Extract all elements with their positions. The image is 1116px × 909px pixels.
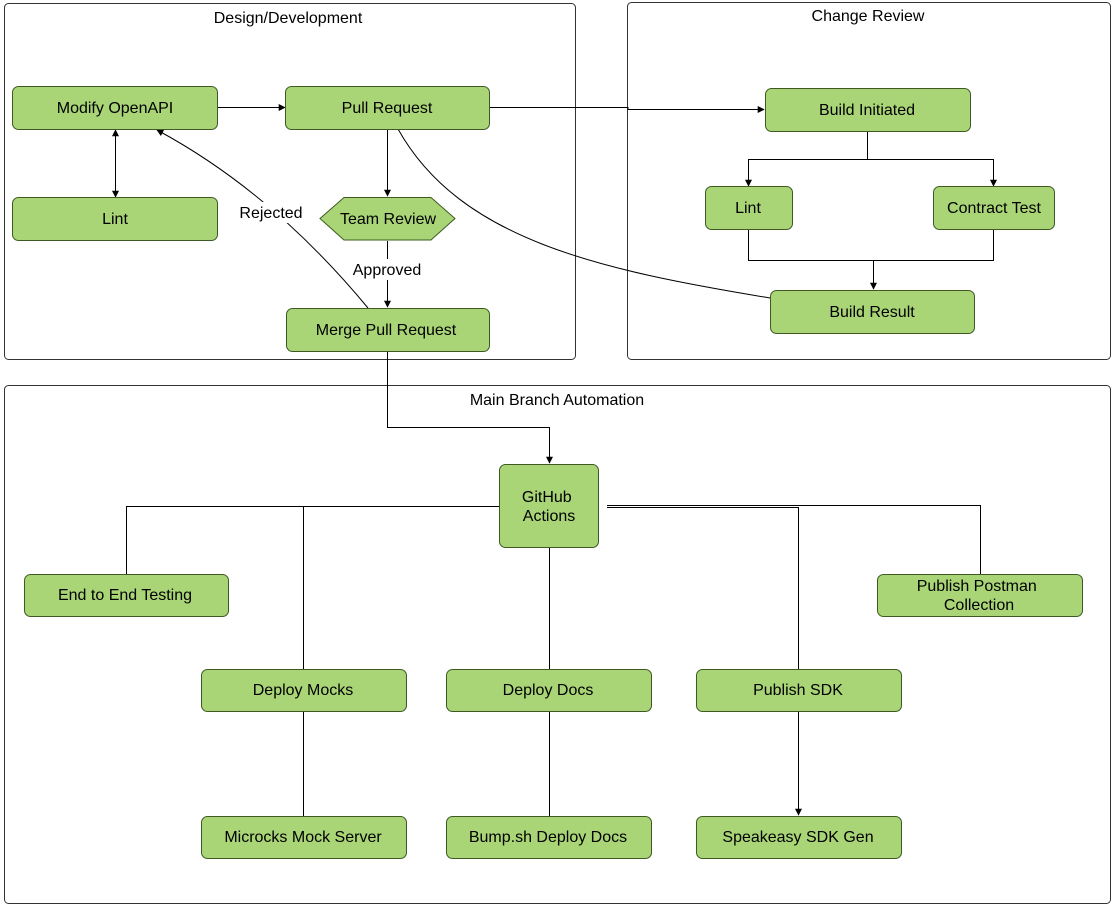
edge-merge-to-github-actions: [387, 351, 553, 464]
node-microcks-mock-server[interactable]: Microcks Mock Server: [201, 816, 407, 859]
group-title-design: Design/Development: [214, 10, 363, 27]
node-github-actions[interactable]: GitHub Actions: [499, 464, 599, 548]
node-publish-sdk[interactable]: Publish SDK: [696, 669, 902, 712]
node-label: Merge Pull Request: [316, 322, 457, 339]
edge-actions-to-sdk: [607, 507, 799, 669]
node-lint-design[interactable]: Lint: [12, 197, 218, 241]
node-label-line-2: Collection: [944, 597, 1014, 614]
edge-label-rejected: Rejected: [236, 202, 306, 223]
edge-pr-to-build-initiated: [489, 106, 765, 113]
node-merge-pull-request[interactable]: Merge Pull Request: [286, 308, 490, 352]
node-label-line-2: Actions: [523, 508, 575, 525]
node-label: Publish SDK: [753, 682, 843, 699]
node-team-review[interactable]: Team Review: [319, 197, 456, 241]
group-title-review: Change Review: [812, 8, 925, 25]
group-title-main: Main Branch Automation: [470, 392, 644, 409]
node-label: End to End Testing: [58, 587, 192, 604]
edge-build-to-lint: [745, 131, 868, 187]
node-label: Build Result: [829, 304, 915, 321]
edge-label-approved-text: Approved: [353, 262, 422, 279]
node-label: Build Initiated: [819, 102, 915, 119]
node-speakeasy-sdk-gen[interactable]: Speakeasy SDK Gen: [696, 816, 902, 859]
node-label: Contract Test: [947, 200, 1042, 217]
node-label: Publish Postman Collection: [917, 578, 1042, 614]
node-build-initiated[interactable]: Build Initiated: [765, 88, 971, 132]
node-label: Lint: [102, 211, 128, 228]
node-contract-test[interactable]: Contract Test: [933, 186, 1055, 230]
node-label: Pull Request: [342, 100, 433, 117]
node-label-line-1: GitHub: [522, 489, 572, 506]
edge-lint-to-result: [748, 229, 994, 261]
group-main-branch-automation: Main Branch Automation: [4, 385, 1111, 904]
node-label: Modify OpenAPI: [57, 100, 174, 117]
node-publish-postman-collection[interactable]: Publish Postman Collection: [877, 574, 1083, 617]
node-label: Bump.sh Deploy Docs: [469, 829, 627, 846]
node-label: Deploy Mocks: [253, 682, 353, 699]
edge-label-approved: Approved: [348, 259, 426, 280]
node-deploy-mocks[interactable]: Deploy Mocks: [201, 669, 407, 712]
edge-actions-to-postman: [607, 505, 981, 574]
node-lint-review[interactable]: Lint: [705, 186, 793, 230]
node-label-line-1: Publish Postman: [917, 578, 1037, 595]
node-bump-deploy-docs[interactable]: Bump.sh Deploy Docs: [446, 816, 652, 859]
node-build-result[interactable]: Build Result: [770, 290, 975, 334]
edge-label-rejected-text: Rejected: [239, 205, 302, 222]
node-deploy-docs[interactable]: Deploy Docs: [446, 669, 652, 712]
group-design-development: Design/Development: [4, 3, 576, 360]
node-modify-openapi[interactable]: Modify OpenAPI: [12, 86, 218, 130]
group-change-review: Change Review: [627, 2, 1111, 360]
node-label: Team Review: [340, 211, 436, 228]
node-label: Speakeasy SDK Gen: [722, 829, 873, 846]
node-label: GitHub Actions: [522, 489, 576, 525]
edge-build-to-contract: [867, 159, 997, 187]
edge-build-result-to-pr: [397, 128, 771, 299]
node-label: Microcks Mock Server: [224, 829, 382, 846]
node-pull-request[interactable]: Pull Request: [285, 86, 490, 130]
node-end-to-end-testing[interactable]: End to End Testing: [24, 574, 229, 617]
node-label: Lint: [735, 200, 761, 217]
edge-actions-to-e2e: [126, 506, 500, 574]
node-label: Deploy Docs: [503, 682, 594, 699]
